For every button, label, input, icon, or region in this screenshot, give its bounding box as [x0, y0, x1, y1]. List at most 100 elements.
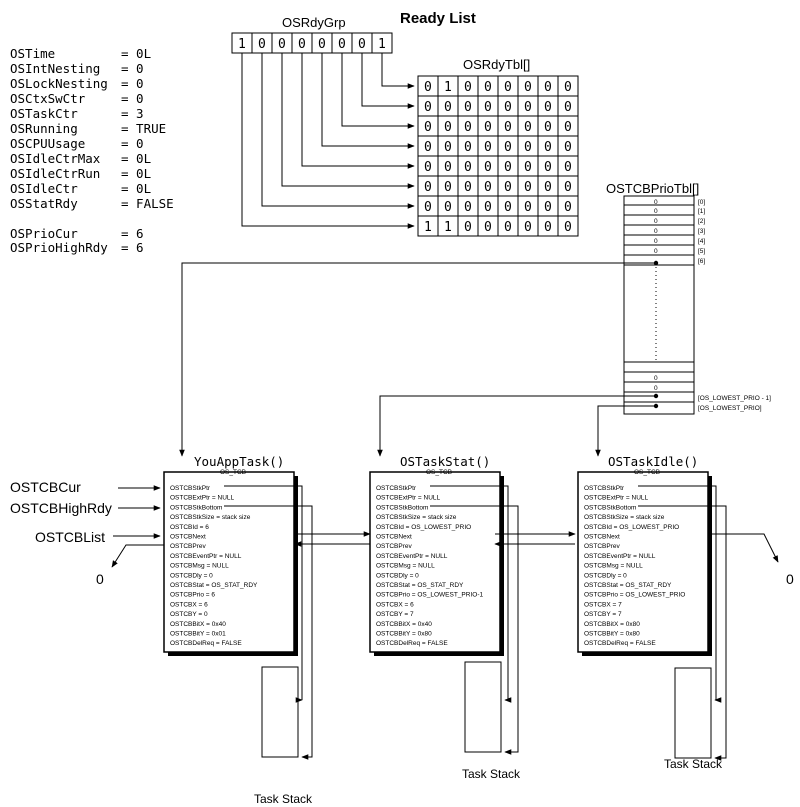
rdy-tbl-cell: 0 [504, 220, 512, 235]
tcb-field: OSTCBStkBottom [170, 504, 222, 511]
global-var-value: = TRUE [121, 121, 166, 136]
rdy-tbl-cell: 0 [444, 200, 452, 215]
prio-tbl-table: 0[0]0[1]0[2]0[3]0[4]0[5][6]00[OS_LOWEST_… [623, 195, 771, 415]
rdy-tbl-cell: 0 [524, 220, 532, 235]
rdy-tbl-cell: 0 [444, 140, 452, 155]
rdy-grp-label: OSRdyGrp [282, 15, 346, 30]
prio-tbl-index: [5] [698, 248, 705, 255]
rdy-grp-bit: 0 [258, 37, 266, 52]
tcb-field: OSTCBBitY = 0x01 [170, 631, 226, 638]
prio-tbl-index: [4] [698, 238, 705, 245]
prio-tbl-index: [0] [698, 199, 705, 206]
tcb-field: OSTCBNext [584, 534, 620, 541]
tcb-field: OSTCBStkPtr [376, 485, 417, 492]
rdy-tbl-cell: 0 [564, 180, 572, 195]
global-var-value: = 6 [121, 226, 144, 241]
global-var-name: OSIdleCtr [10, 181, 78, 196]
prio-tbl-label: OSTCBPrioTbl[] [606, 181, 699, 196]
rdy-tbl-cell: 0 [444, 120, 452, 135]
tcb-field: OSTCBDly = 0 [584, 572, 627, 579]
rdy-grp-bit: 0 [318, 37, 326, 52]
prio-tbl-index: [6] [698, 258, 705, 265]
global-var-name: OSLockNesting [10, 76, 108, 91]
prio-tbl-index: [OS_LOWEST_PRIO] [698, 405, 762, 412]
tcb-field: OSTCBStkSize = stack size [584, 514, 665, 521]
prio-tbl-cell: 0 [654, 385, 658, 392]
null-left-label: 0 [96, 571, 104, 587]
tcb-field: OSTCBDelReq = FALSE [376, 640, 448, 647]
tcb-box: OSTaskIdle()OS_TCBOSTCBStkPtrOSTCBExtPtr… [577, 454, 727, 771]
global-var-name: OSPrioHighRdy [10, 240, 108, 255]
global-var-value: = 0 [121, 76, 144, 91]
prio-tbl-cell: 0 [654, 238, 658, 245]
rdy-grp-bit: 1 [238, 37, 246, 52]
tcb-field: OSTCBExtPtr = NULL [170, 495, 234, 502]
tcb-field: OSTCBX = 6 [376, 601, 414, 608]
tcb-field: OSTCBBitY = 0x80 [584, 631, 640, 638]
global-var-value: = 3 [121, 106, 144, 121]
tcb-label: OS_TCB [426, 469, 452, 476]
global-var-value: = 0L [121, 181, 151, 196]
tcb-box: YouAppTask()OS_TCBOSTCBStkPtrOSTCBExtPtr… [163, 454, 313, 806]
tcb-label: OS_TCB [220, 469, 246, 476]
rdy-tbl-cell: 0 [544, 160, 552, 175]
prio-tbl-cell: 0 [654, 248, 658, 255]
prio-tbl-index: [2] [698, 218, 705, 225]
rdy-tbl-cell: 0 [544, 120, 552, 135]
connector-lines [111, 262, 779, 568]
global-var-name: OSCPUUsage [10, 136, 85, 151]
rdy-tbl-cell: 0 [544, 80, 552, 95]
tcb-field: OSTCBMsg = NULL [584, 563, 643, 570]
global-var-value: = 0 [121, 136, 144, 151]
rdy-tbl-cell: 0 [424, 100, 432, 115]
tcb-field: OSTCBDelReq = FALSE [170, 640, 242, 647]
task-stack-box [261, 666, 299, 758]
prio-tbl-index: [1] [698, 208, 705, 215]
rdy-tbl-cell: 0 [564, 120, 572, 135]
ostcbcur-label: OSTCBCur [10, 479, 81, 495]
tcb-box: OSTaskStat()OS_TCBOSTCBStkPtrOSTCBExtPtr… [369, 454, 521, 781]
global-var-value: = 0L [121, 166, 151, 181]
rdy-tbl-cell: 0 [484, 160, 492, 175]
rdy-tbl-cell: 0 [564, 140, 572, 155]
tcb-field: OSTCBX = 6 [170, 601, 208, 608]
rdy-tbl-cell: 0 [504, 200, 512, 215]
rdy-tbl-cell: 0 [464, 120, 472, 135]
tcb-field: OSTCBBitX = 0x40 [376, 621, 432, 628]
rdy-tbl-cell: 0 [564, 80, 572, 95]
rdy-tbl-cell: 0 [524, 140, 532, 155]
rdy-grp-bit: 0 [298, 37, 306, 52]
prio-tbl-cell: 0 [654, 208, 658, 215]
rdy-tbl-cell: 0 [424, 180, 432, 195]
global-var-value: = 0 [121, 61, 144, 76]
rdy-tbl-cell: 0 [464, 80, 472, 95]
tcb-field: OSTCBDly = 0 [376, 572, 419, 579]
null-right-label: 0 [786, 571, 794, 587]
tcb-field: OSTCBPrev [584, 543, 621, 550]
global-var-value: = FALSE [121, 196, 174, 211]
rdy-tbl-cell: 0 [524, 200, 532, 215]
rdy-tbl-cell: 0 [464, 180, 472, 195]
global-var-value: = 0L [121, 151, 151, 166]
global-var-name: OSRunning [10, 121, 78, 136]
rdy-tbl-cell: 0 [504, 160, 512, 175]
prio-tbl-cell: 0 [654, 375, 658, 382]
tcb-field: OSTCBId = OS_LOWEST_PRIO [376, 524, 471, 531]
rdy-tbl-cell: 0 [564, 200, 572, 215]
tcb-field: OSTCBPrio = OS_LOWEST_PRIO [584, 592, 685, 599]
tcb-field: OSTCBStkBottom [584, 504, 636, 511]
rdy-tbl-cell: 0 [544, 200, 552, 215]
tcb-field: OSTCBPrev [376, 543, 413, 550]
rdy-tbl-cell: 0 [444, 100, 452, 115]
rdy-tbl-cell: 0 [504, 180, 512, 195]
tcb-field: OSTCBDly = 0 [170, 572, 213, 579]
prio-tbl-index: [3] [698, 228, 705, 235]
tcb-list: YouAppTask()OS_TCBOSTCBStkPtrOSTCBExtPtr… [163, 454, 727, 806]
global-var-value: = 6 [121, 240, 144, 255]
tcb-field: OSTCBId = 6 [170, 524, 209, 531]
rdy-tbl-cell: 0 [504, 100, 512, 115]
